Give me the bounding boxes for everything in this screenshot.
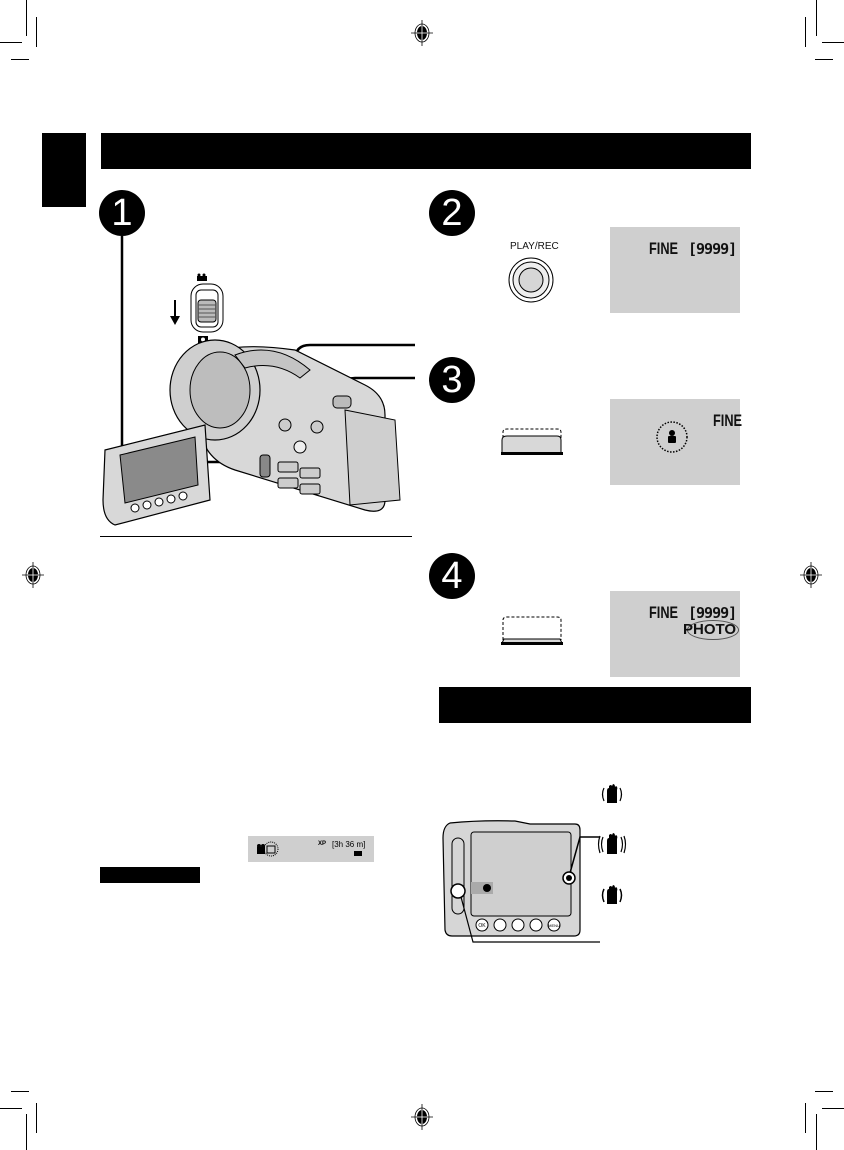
registration-mark-icon — [411, 20, 433, 46]
video-mode-icon — [197, 273, 207, 281]
svg-text:MENU: MENU — [548, 923, 560, 928]
subsection-header-bar — [439, 687, 751, 723]
crop-mark — [11, 59, 29, 60]
crop-mark — [815, 59, 833, 60]
quality-indicator: FINE — [713, 411, 743, 430]
crop-mark — [815, 1091, 833, 1092]
lcd-preview-step3: FINE — [610, 399, 743, 485]
remaining-shots: [9999] — [688, 604, 737, 622]
remaining-shots: [9999] — [688, 240, 737, 258]
quality-indicator: FINE — [649, 239, 679, 258]
step-4-badge: 4 — [429, 553, 475, 599]
crop-mark — [816, 0, 817, 36]
section-header-bar — [101, 133, 751, 169]
quality-indicator: XP — [318, 841, 327, 847]
registration-mark-icon — [22, 562, 44, 588]
remaining-time: [3h 36 m] — [332, 840, 366, 849]
step-2-badge: 2 — [429, 190, 475, 236]
crop-mark — [26, 1114, 27, 1150]
stabilizer-off-icon — [601, 784, 623, 803]
crop-mark — [822, 42, 844, 43]
registration-mark-icon — [411, 1104, 433, 1130]
svg-text:OK: OK — [478, 923, 486, 929]
language-side-tab — [42, 133, 86, 207]
crop-mark — [0, 1108, 22, 1109]
crop-mark — [11, 1091, 29, 1092]
step-1-badge: 1 — [99, 190, 145, 236]
caution-label-bar — [100, 867, 200, 883]
crop-mark — [26, 0, 27, 36]
battery-icon — [354, 851, 362, 856]
play-rec-button[interactable] — [508, 257, 554, 303]
divider-rule — [100, 536, 412, 537]
crop-mark — [822, 1108, 844, 1109]
crop-mark — [36, 1103, 37, 1133]
lcd-monitor-illustration: OK MENU — [442, 820, 600, 943]
focus-indicator-icon — [656, 421, 688, 453]
video-mode-lcd-strip: XP [3h 36 m] — [248, 836, 374, 862]
crop-mark — [0, 42, 22, 43]
crop-mark — [36, 17, 37, 47]
registration-mark-icon — [800, 562, 822, 588]
photo-badge: PHOTO — [683, 620, 739, 640]
play-rec-label: PLAY/REC — [510, 241, 559, 252]
snapshot-button-full-press[interactable] — [501, 616, 563, 646]
crop-mark — [805, 1103, 806, 1133]
snapshot-button-half-press[interactable] — [501, 428, 563, 456]
stabilizer-on-icon — [597, 833, 627, 854]
video-camera-icon — [257, 841, 279, 857]
camcorder-illustration — [102, 236, 415, 526]
quality-indicator: FINE — [649, 603, 679, 622]
crop-mark — [805, 17, 806, 47]
lcd-preview-step2: FINE [9999] — [610, 227, 740, 313]
crop-mark — [816, 1114, 817, 1150]
step-3-badge: 3 — [429, 357, 475, 403]
mode-switch-illustration[interactable] — [165, 270, 235, 345]
lcd-preview-step4: FINE [9999] PHOTO — [610, 591, 740, 677]
photo-mode-icon — [198, 336, 208, 343]
stabilizer-enhanced-icon — [601, 885, 623, 904]
photo-badge-label: PHOTO — [683, 621, 737, 638]
